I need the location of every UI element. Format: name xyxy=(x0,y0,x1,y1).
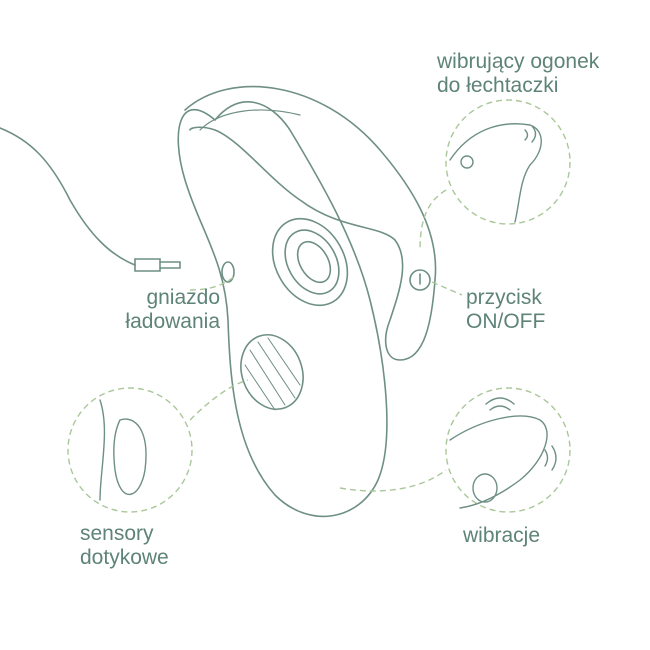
charging-cable xyxy=(0,127,136,266)
leader-charging xyxy=(189,274,237,291)
label-sensors: sensory dotykowe xyxy=(80,522,169,570)
label-sensors-line2: dotykowe xyxy=(80,546,169,569)
label-button-line2: ON/OFF xyxy=(466,310,546,333)
label-button: przycisk ON/OFF xyxy=(466,286,545,334)
device-tail xyxy=(184,85,437,361)
leader-button xyxy=(431,281,463,296)
label-charging-line1: gniazdo xyxy=(146,286,220,309)
device-body xyxy=(177,101,388,518)
charging-port-icon xyxy=(221,261,235,283)
label-vibrations: wibracje xyxy=(463,524,541,547)
label-charging: gniazdo ładowania xyxy=(125,286,220,334)
tail-highlight xyxy=(199,109,301,131)
label-button-line1: przycisk xyxy=(466,286,542,309)
label-charging-line2: ładowania xyxy=(125,310,220,333)
label-sensors-line1: sensory xyxy=(80,522,154,545)
touch-sensor-hatch-icon xyxy=(240,334,304,411)
callout-circle-vibrations xyxy=(445,387,571,513)
callout-circle-sensors xyxy=(67,387,193,513)
tail-closeup xyxy=(449,123,542,223)
leader-tail xyxy=(419,189,447,251)
callout-circle-tail xyxy=(445,99,571,225)
label-tail-line2: do łechtaczki xyxy=(437,74,559,97)
leader-sensors xyxy=(189,379,249,421)
label-tail-line1: wibrujący ogonek xyxy=(437,50,600,73)
power-button-icon xyxy=(409,269,431,291)
vibration-waves-icon xyxy=(485,397,557,471)
finger-closeup xyxy=(99,399,147,501)
cable-plug xyxy=(134,258,181,272)
label-tail: wibrujący ogonek do łechtaczki xyxy=(437,50,599,98)
leader-vibrations xyxy=(339,469,447,492)
vibration-closeup xyxy=(449,415,548,509)
tail-waves-icon xyxy=(524,125,537,143)
vibration-rings-icon xyxy=(271,217,349,307)
